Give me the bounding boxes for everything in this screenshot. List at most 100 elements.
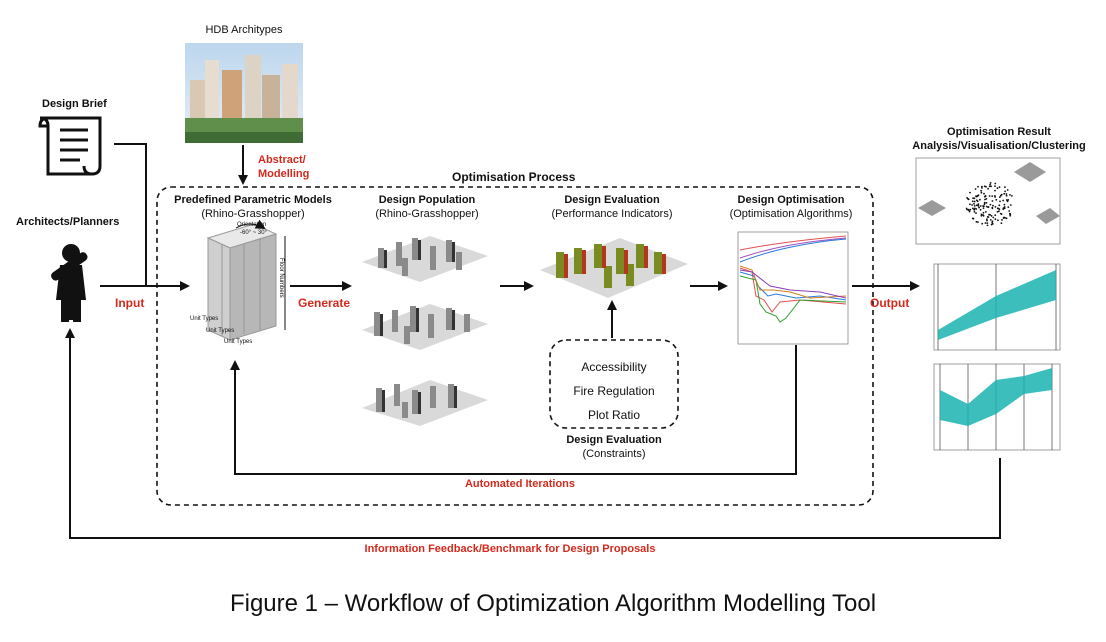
scatter-point [1001,219,1003,221]
scatter-point [996,211,999,213]
constraints-box [549,339,679,429]
optimisation-process-box [156,186,874,506]
parametric-model-graphic [206,219,286,341]
scatter-point [986,224,989,227]
scatter-point [990,185,992,188]
parallel-coordinates-plot-b [933,363,1061,451]
scatter-point [974,188,977,190]
scatter-point [988,195,991,197]
scatter-point [998,196,1001,199]
scatter-point [986,218,988,221]
scatter-point [982,205,985,208]
population-design-1 [362,236,488,282]
scatter-point [1008,210,1011,212]
scatter-point [989,183,991,186]
scatter-point [991,221,994,224]
scatter-point [989,219,992,221]
result-title: Optimisation Result [947,126,1051,138]
scatter-point [1006,189,1009,191]
scatter-point [973,207,976,210]
scatter-point [996,207,999,210]
stage4-title: Design Optimisation [737,194,845,206]
scatter-point [987,206,989,209]
scatter-point [985,205,988,208]
scatter-point [991,220,994,223]
scatter-point [973,197,976,200]
automated-iterations-label: Automated Iterations [464,478,575,490]
scatter-point [986,222,989,225]
design-brief-label: Design Brief [42,98,107,110]
scatter-point [994,189,996,192]
stage3-title: Design Evaluation [564,194,660,206]
unit-types-label-3: Unit Types [224,339,253,345]
scatter-point [1007,206,1010,209]
scatter-point [991,200,994,202]
scatter-point [994,206,997,208]
scatter-point [1002,199,1004,202]
scatter-point [972,197,974,200]
scatter-point [995,198,998,201]
scatter-point [981,185,983,188]
scatter-point [973,200,976,203]
constraint-fire-regulation: Fire Regulation [573,384,655,398]
constraint-plot-ratio: Plot Ratio [587,408,641,422]
brief-to-input-line [114,143,147,286]
output-label: Output [870,296,910,310]
scatter-point [1004,186,1006,189]
scatter-point [1002,216,1005,219]
stage1-title: Predefined Parametric Models [174,194,332,206]
scatter-point [984,198,986,201]
scatter-point [967,209,970,212]
scatter-point [984,195,987,197]
scatter-point [979,198,981,201]
scatter-point [983,203,986,206]
population-design-2 [362,304,488,350]
result-subtitle: Analysis/Visualisation/Clustering [912,140,1086,152]
scatter-point [999,200,1001,203]
scatter-point [975,212,977,215]
scatter-point [998,208,1001,211]
scatter-point [998,210,1000,213]
scatter-point [999,212,1002,215]
constraints-title: Design Evaluation [566,434,662,446]
scatter-point [998,204,1001,207]
scatter-point [991,195,994,198]
scatter-point [999,194,1002,197]
scatter-point [971,207,974,210]
scatter-point [1009,214,1012,217]
parallel-coordinates-plot-a [933,263,1061,351]
scatter-point [996,187,999,190]
scatter-point [973,209,976,211]
scatter-point [985,211,987,213]
optimisation-process-label: Optimisation Process [452,170,576,184]
scatter-point [997,219,999,222]
scatter-point [985,185,987,188]
stage2-subtitle: (Rhino-Grasshopper) [375,208,479,220]
scatter-point [985,198,988,200]
stage3-subtitle: (Performance Indicators) [551,208,673,220]
hdb-photo [185,43,303,143]
scatter-point [985,202,988,204]
stage4-subtitle: (Optimisation Algorithms) [729,208,853,220]
scatter-point [979,205,982,207]
scatter-point [966,197,968,199]
scatter-point [975,220,978,223]
scatter-point [994,218,997,221]
scatter-point [994,182,997,185]
scatter-point [968,210,971,213]
architects-label: Architects/Planners [16,216,120,228]
scatter-point [975,204,978,207]
scatter-point [990,215,993,217]
scatter-point [1011,195,1013,197]
scatter-point [984,222,987,224]
constraint-accessibility: Accessibility [581,360,647,374]
architect-icon [51,244,88,322]
scatter-point [969,203,971,206]
scatter-point [973,211,976,213]
scatter-point [994,185,996,188]
generate-label: Generate [298,296,351,310]
scatter-point [1005,193,1008,195]
scatter-point [969,191,971,194]
scatter-point [1007,199,1010,201]
hdb-label: HDB Architypes [205,24,283,36]
